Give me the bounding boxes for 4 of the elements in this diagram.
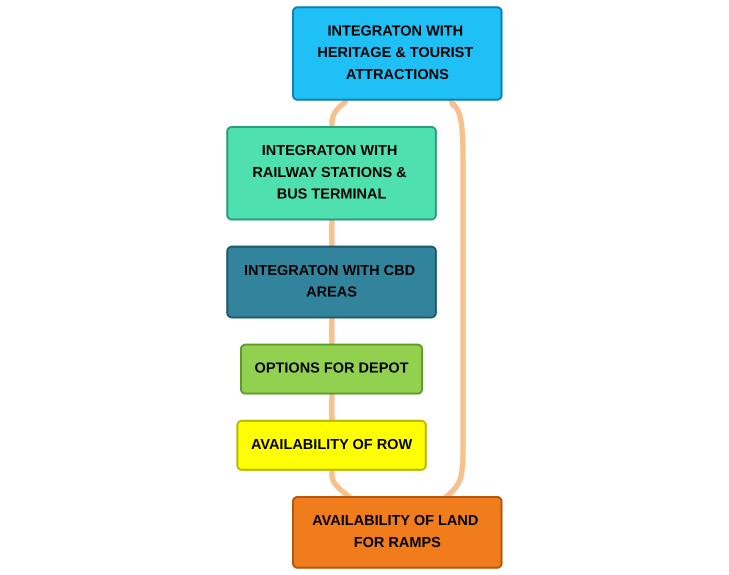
connector	[329, 317, 335, 346]
connector	[329, 394, 335, 422]
connector	[329, 219, 335, 248]
connector	[329, 98, 349, 128]
